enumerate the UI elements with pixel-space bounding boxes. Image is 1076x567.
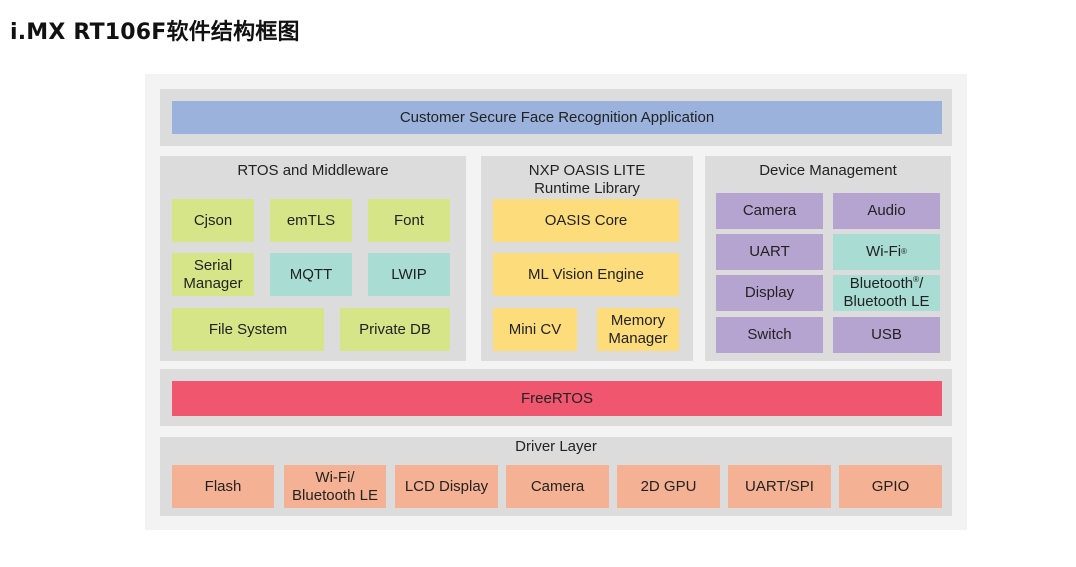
driver-2d-gpu-box: 2D GPU <box>617 465 720 508</box>
driver-bt-le-label: Bluetooth LE <box>292 486 378 504</box>
rtos-middleware-title: RTOS and Middleware <box>237 162 389 179</box>
emtls-box: emTLS <box>270 199 352 242</box>
ml-vision-engine-box: ML Vision Engine <box>493 253 679 296</box>
file-system-box: File System <box>172 308 324 351</box>
rtos-middleware-panel: RTOS and Middleware Cjson emTLS Font Ser… <box>160 156 466 361</box>
dm-bluetooth-reg-mark: ® <box>913 275 920 284</box>
driver-lcd-display-box: LCD Display <box>395 465 498 508</box>
dm-wifi-label: Wi-Fi <box>866 243 902 260</box>
cjson-box: Cjson <box>172 199 254 242</box>
driver-flash-box: Flash <box>172 465 274 508</box>
lwip-box: LWIP <box>368 253 450 296</box>
dm-bluetooth-label: Bluetooth <box>849 275 914 292</box>
page-title: i.MX RT106F软件结构框图 <box>10 20 300 45</box>
dm-uart-box: UART <box>716 234 823 270</box>
driver-wifi-bt-box: Wi-Fi/ Bluetooth LE <box>284 465 386 508</box>
mqtt-box: MQTT <box>270 253 352 296</box>
device-management-panel: Device Management Camera Audio UART Wi-F… <box>705 156 951 361</box>
dm-camera-box: Camera <box>716 193 823 229</box>
oasis-title-line2: Runtime Library <box>534 180 640 197</box>
oasis-title-line1: NXP OASIS LITE <box>528 162 646 179</box>
dm-bluetooth-le-label: Bluetooth LE <box>843 293 930 310</box>
application-bar: Customer Secure Face Recognition Applica… <box>172 101 942 134</box>
driver-uart-spi-box: UART/SPI <box>728 465 831 508</box>
oasis-panel: NXP OASIS LITE Runtime Library OASIS Cor… <box>481 156 693 361</box>
font-box: Font <box>368 199 450 242</box>
dm-usb-box: USB <box>833 317 940 353</box>
freertos-band: FreeRTOS <box>160 369 952 426</box>
driver-camera-box: Camera <box>506 465 609 508</box>
oasis-core-box: OASIS Core <box>493 199 679 242</box>
driver-wifi-label: Wi-Fi/ <box>315 468 355 486</box>
memory-manager-box: Memory Manager <box>597 308 679 351</box>
mini-cv-box: Mini CV <box>493 308 577 351</box>
driver-layer-band: Driver Layer Flash Wi-Fi/ Bluetooth LE L… <box>160 437 952 516</box>
driver-gpio-box: GPIO <box>839 465 942 508</box>
freertos-bar: FreeRTOS <box>172 381 942 416</box>
private-db-box: Private DB <box>340 308 450 351</box>
dm-bluetooth-slash: / <box>919 275 924 292</box>
serial-manager-box: Serial Manager <box>172 253 254 296</box>
architecture-diagram: Customer Secure Face Recognition Applica… <box>145 74 967 530</box>
dm-bluetooth-line1: Bluetooth®/ <box>850 275 923 293</box>
dm-wifi-box: Wi-Fi® <box>833 234 940 270</box>
dm-switch-box: Switch <box>716 317 823 353</box>
device-management-title: Device Management <box>759 162 897 179</box>
driver-layer-title: Driver Layer <box>515 438 597 455</box>
application-band: Customer Secure Face Recognition Applica… <box>160 89 952 146</box>
dm-bluetooth-box: Bluetooth®/ Bluetooth LE <box>833 275 940 311</box>
dm-display-box: Display <box>716 275 823 311</box>
dm-audio-box: Audio <box>833 193 940 229</box>
